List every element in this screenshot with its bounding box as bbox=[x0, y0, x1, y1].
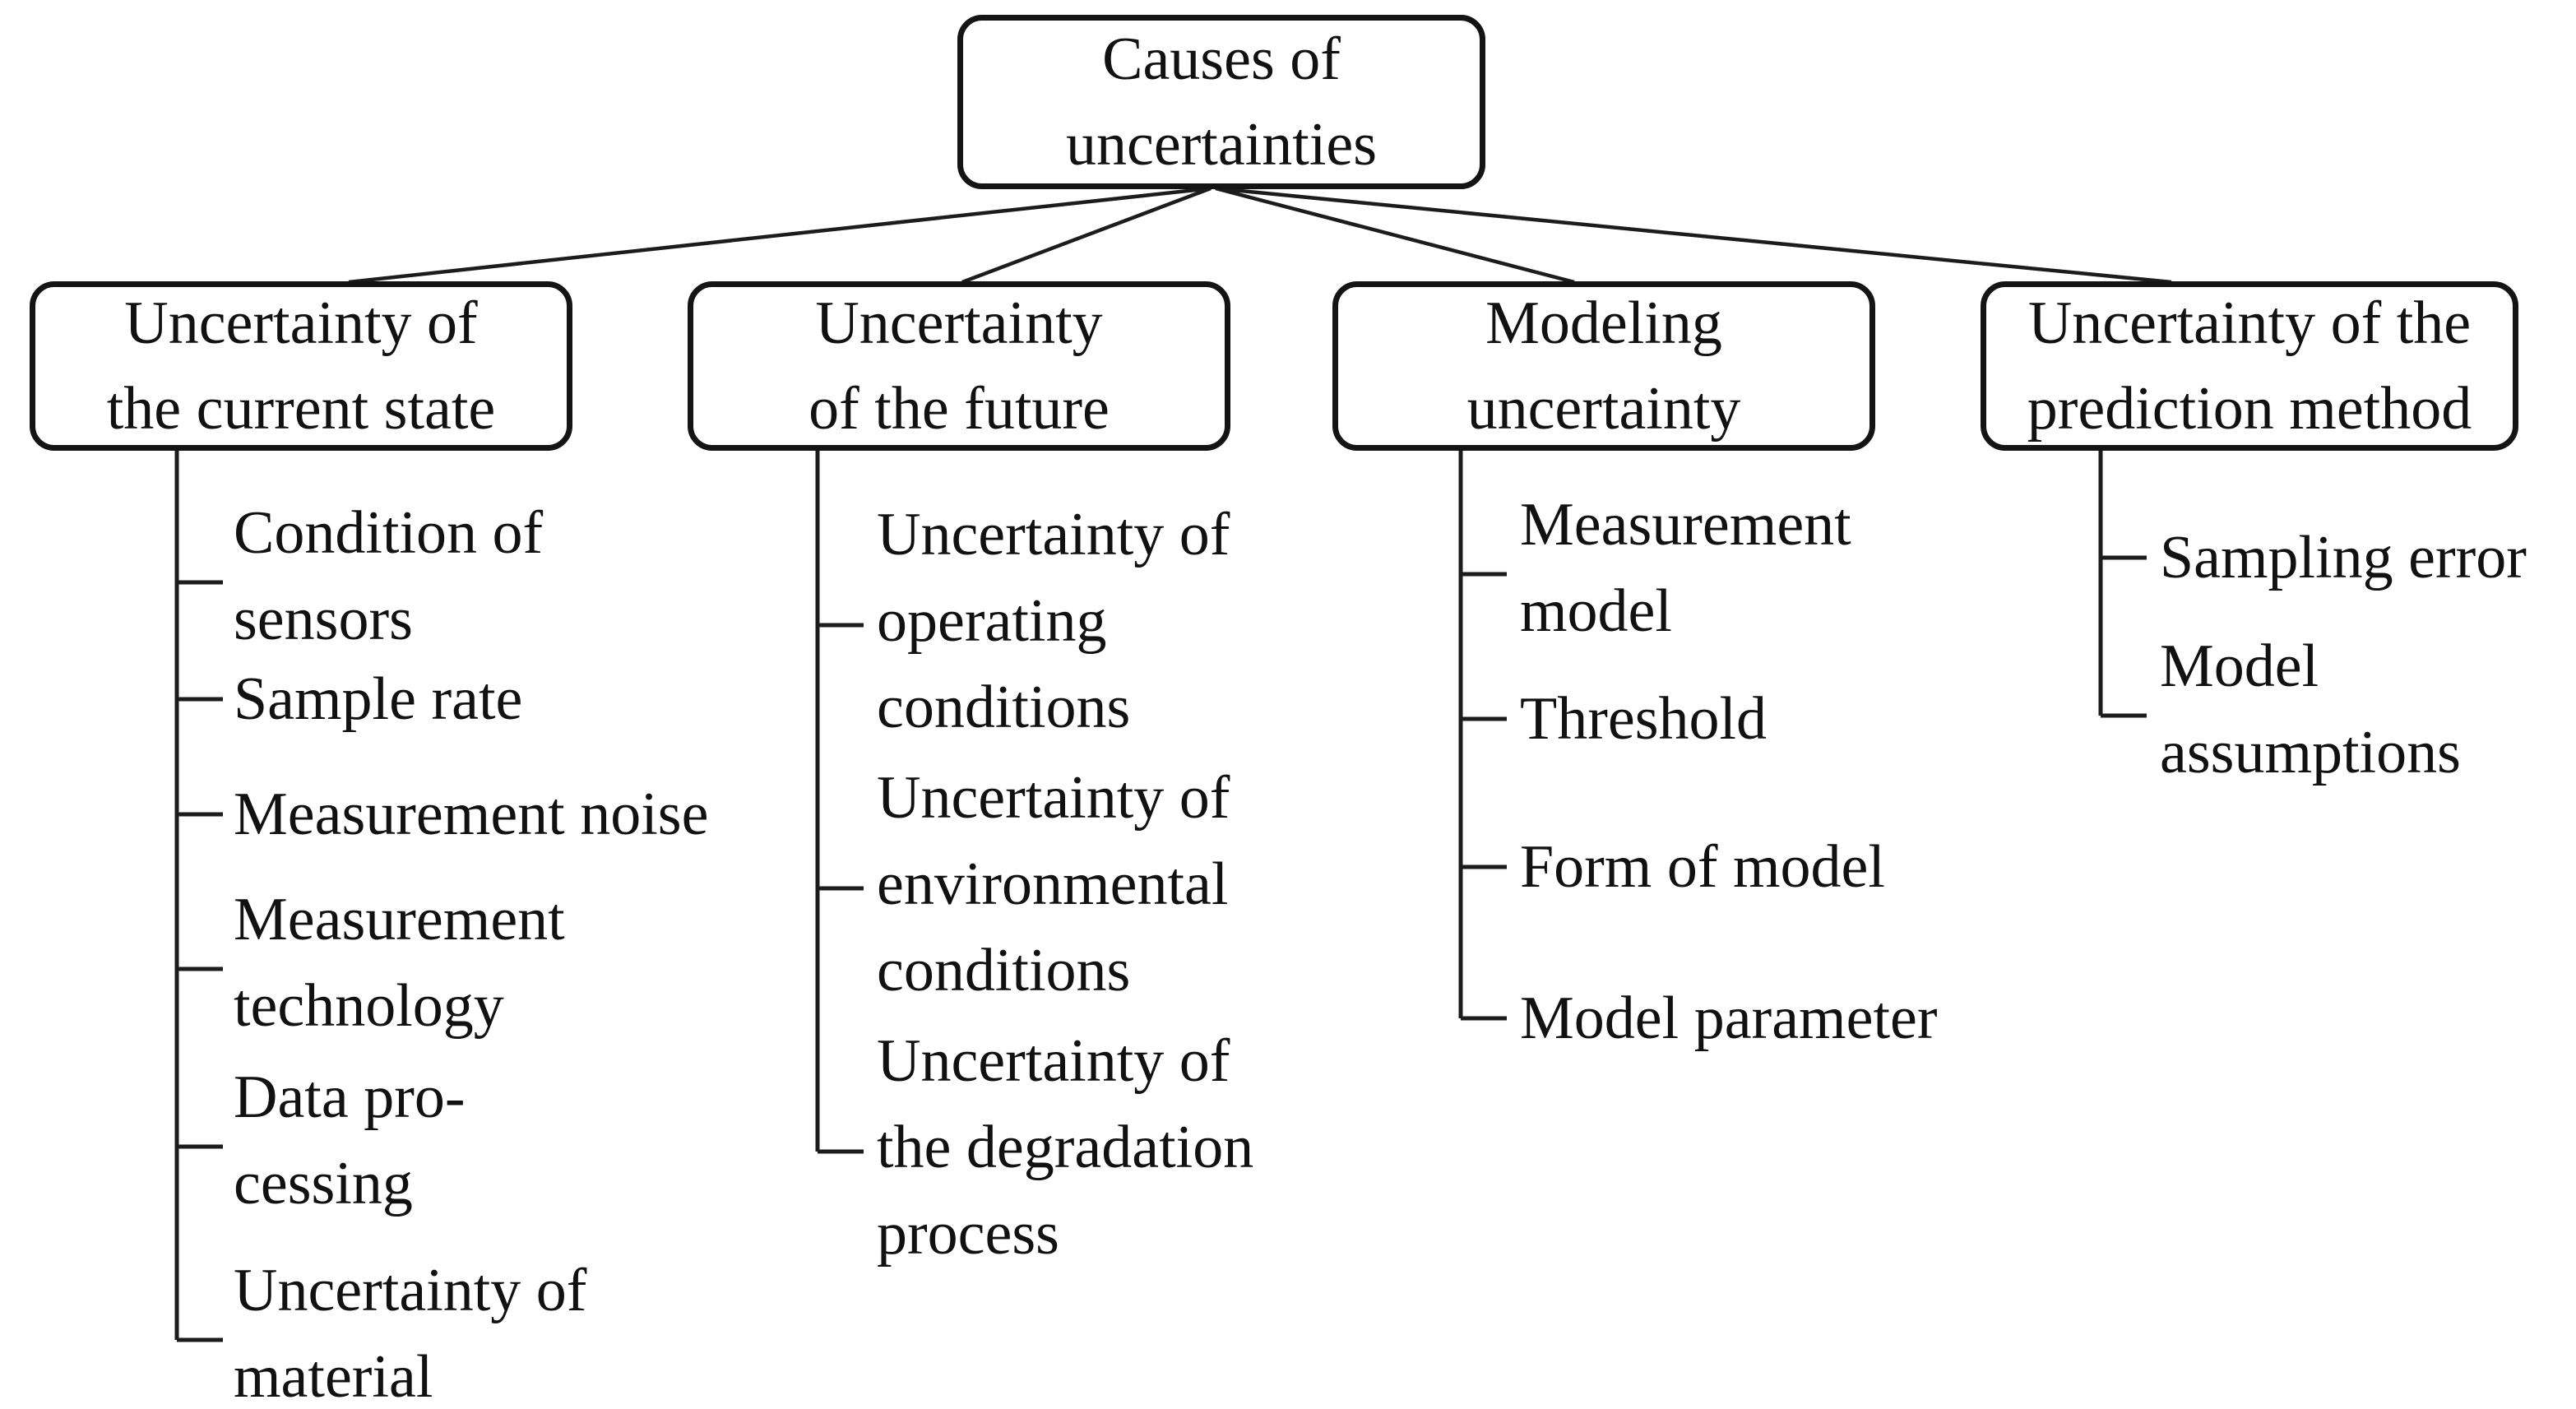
leaf-uncertainty-of-material: Uncertainty of material bbox=[234, 1257, 587, 1409]
node-uncertainty-current-state: Uncertainty of the current state bbox=[30, 281, 572, 451]
node-causes-of-uncertainties: Causes of uncertainties bbox=[957, 15, 1485, 189]
leaf-uncertainty-operating-conditions: Uncertainty of operating conditions bbox=[877, 501, 1230, 741]
leaf-form-of-model: Form of model bbox=[1520, 833, 1885, 901]
leaf-measurement-technology: Measurement technology bbox=[234, 886, 565, 1040]
node-uncertainty-prediction-method: Uncertainty of the prediction method bbox=[1981, 281, 2518, 451]
edge-root-branch1 bbox=[348, 186, 1212, 285]
leaf-sampling-error: Sampling error bbox=[2160, 524, 2527, 591]
leaf-threshold: Threshold bbox=[1520, 685, 1768, 753]
leaf-measurement-model: Measurement model bbox=[1520, 491, 1851, 645]
node-modeling-uncertainty: Modeling uncertainty bbox=[1332, 281, 1875, 451]
edge-root-branch2 bbox=[961, 186, 1212, 285]
edge-root-branch4 bbox=[1215, 186, 2172, 285]
leaf-uncertainty-environmental-conditions: Uncertainty of environmental conditions bbox=[877, 764, 1230, 1004]
node-uncertainty-of-future: Uncertainty of the future bbox=[688, 281, 1230, 451]
leaf-measurement-noise: Measurement noise bbox=[234, 781, 709, 848]
leaf-data-processing: Data pro- cessing bbox=[234, 1064, 466, 1217]
leaf-model-assumptions: Model assumptions bbox=[2160, 633, 2461, 786]
leaf-uncertainty-degradation-process: Uncertainty of the degradation process bbox=[877, 1027, 1254, 1268]
leaf-sample-rate: Sample rate bbox=[234, 665, 523, 733]
edge-root-branch3 bbox=[1215, 186, 1575, 285]
leaf-model-parameter: Model parameter bbox=[1520, 985, 1938, 1052]
leaf-condition-of-sensors: Condition of sensors bbox=[234, 499, 544, 653]
